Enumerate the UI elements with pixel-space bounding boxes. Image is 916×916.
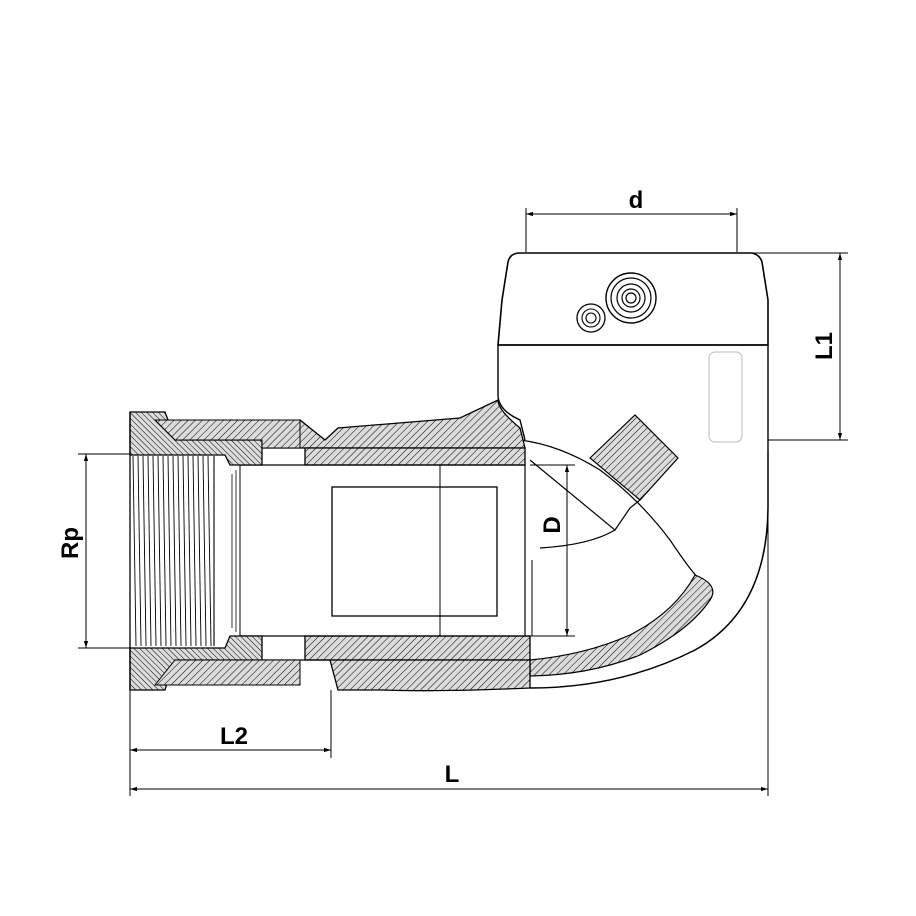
threaded-nut-lower (129, 635, 301, 691)
dimension-l1: L1 (752, 252, 848, 441)
horizontal-body-lower-wall (262, 635, 531, 692)
thread-line (157, 455, 162, 647)
thread-line (172, 455, 177, 647)
fusion-terminal-icon (605, 272, 657, 324)
thread-line (177, 455, 182, 647)
thread-line (202, 455, 207, 647)
horizontal-body-upper-wall (260, 398, 526, 466)
dimension-label-d: d (629, 187, 644, 214)
thread-line (137, 455, 142, 647)
dimension-rp: Rp (57, 453, 130, 649)
elbow-outer-body (519, 439, 769, 689)
inner-window (331, 486, 498, 617)
thread-line (132, 455, 137, 647)
dimension-label-rp: Rp (57, 527, 84, 559)
thread-line (142, 455, 147, 647)
wire-channel (529, 414, 679, 549)
thread-line (207, 455, 212, 647)
thread-line (187, 455, 192, 647)
dimension-d-bore: D (530, 464, 575, 637)
dimension-label-l1: L1 (811, 332, 838, 360)
thread-line (152, 455, 157, 647)
dimension-l: L (129, 452, 769, 796)
dimension-d: d (525, 187, 738, 252)
fusion-indicator-icon (576, 303, 606, 333)
dimension-label-bore: D (539, 516, 566, 533)
elbow-wall-section (529, 574, 714, 677)
thread-line (197, 455, 202, 647)
thread-line (167, 455, 172, 647)
dimension-label-l: L (445, 761, 460, 788)
thread-line (147, 455, 152, 647)
dimension-label-l2: L2 (220, 723, 248, 750)
internal-thread (132, 455, 215, 647)
thread-line (182, 455, 187, 647)
thread-line (162, 455, 167, 647)
thread-line (192, 455, 197, 647)
dimension-l2: L2 (129, 690, 332, 758)
inner-bore (231, 464, 533, 637)
threaded-nut-upper (129, 411, 301, 466)
hidden-terminal-slot (708, 351, 743, 443)
